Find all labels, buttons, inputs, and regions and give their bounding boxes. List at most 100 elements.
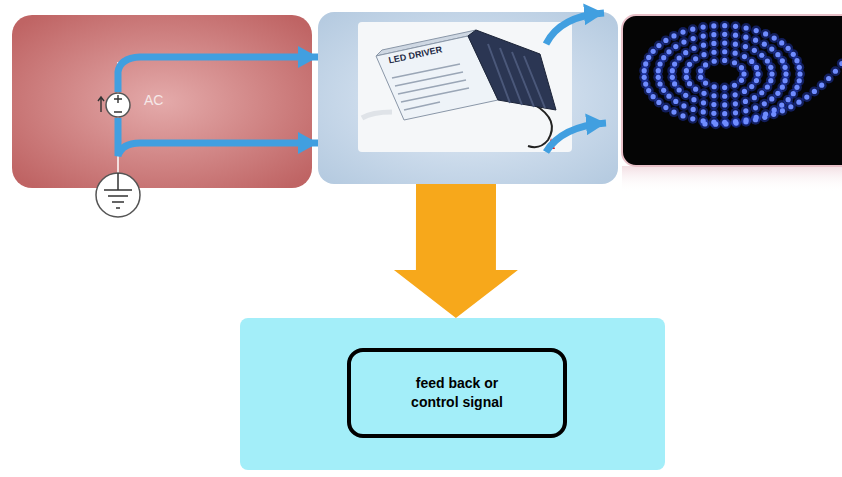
led-dot (744, 25, 749, 30)
led-dot (733, 92, 738, 97)
led-glow (788, 49, 798, 59)
led-dot (722, 111, 727, 116)
led-glow (691, 84, 701, 94)
led-glow (767, 44, 777, 54)
led-glow (688, 34, 698, 44)
led-dot (733, 51, 738, 56)
led-dot (754, 28, 759, 33)
led-dot (691, 107, 696, 112)
led-glow (777, 38, 787, 48)
led-glow (679, 101, 689, 111)
led-dot (759, 53, 764, 58)
led-glow (751, 35, 761, 45)
led-glow (667, 66, 677, 76)
led-dot (762, 115, 767, 120)
led-glow (720, 21, 730, 31)
led-dot (780, 85, 785, 90)
led-dot (734, 120, 739, 125)
led-glow (709, 108, 719, 118)
led-dot (691, 36, 696, 41)
led-glow (709, 82, 719, 92)
led-dot (711, 32, 716, 37)
led-dot (661, 88, 666, 93)
led-glow (751, 112, 761, 122)
led-glow (747, 82, 757, 92)
led-dot (646, 88, 651, 93)
led-glow (641, 59, 651, 69)
led-glow (777, 56, 787, 66)
led-glow (698, 107, 708, 117)
led-dot (722, 58, 727, 63)
led-glow (681, 72, 691, 82)
led-dot (711, 93, 716, 98)
led-glow (736, 75, 746, 85)
led-glow (696, 66, 706, 76)
led-glow (655, 79, 665, 89)
led-glow (701, 78, 711, 88)
led-dot (643, 81, 648, 86)
led-glow (720, 100, 730, 110)
led-glow (837, 58, 842, 68)
led-dot (739, 78, 744, 83)
led-glow (688, 24, 698, 34)
ground-circle (96, 173, 140, 217)
led-dot (656, 43, 661, 48)
led-dot (651, 49, 656, 54)
led-glow (749, 45, 759, 55)
led-glow (769, 105, 779, 115)
led-dot (772, 107, 777, 112)
led-glow (670, 79, 680, 89)
led-dot (753, 105, 758, 110)
led-dot (712, 59, 717, 64)
led-dot (656, 68, 661, 73)
led-dot (657, 61, 662, 66)
led-glow (698, 98, 708, 108)
led-dot (657, 81, 662, 86)
led-glow (641, 79, 651, 89)
led-dot (701, 43, 706, 48)
led-dot (732, 60, 737, 65)
led-dot (753, 38, 758, 43)
led-glow (653, 66, 663, 76)
led-dot (733, 110, 738, 115)
led-dot (701, 118, 706, 123)
led-dot (739, 65, 744, 70)
led-dot (670, 68, 675, 73)
led-glow (773, 50, 783, 60)
driver-label: LED DRIVER (388, 44, 443, 65)
led-glow (681, 48, 691, 58)
led-glow (644, 52, 654, 62)
led-dot (690, 27, 695, 32)
led-glow (698, 40, 708, 50)
led-dot (754, 115, 759, 120)
led-glow (730, 90, 740, 100)
led-glow (671, 96, 681, 106)
led-dot (791, 91, 796, 96)
led-dot (771, 112, 776, 117)
led-dot (711, 23, 716, 28)
led-dot (722, 94, 727, 99)
led-dot (701, 91, 706, 96)
led-glow (670, 59, 680, 69)
led-glow (792, 82, 802, 92)
led-glow (678, 27, 688, 37)
led-glow (701, 60, 711, 70)
led-dot (743, 44, 748, 49)
led-dot (743, 99, 748, 104)
led-glow (741, 23, 751, 33)
led-glow (750, 115, 760, 125)
led-dot (733, 119, 738, 124)
led-glow (783, 43, 793, 53)
led-dot (733, 33, 738, 38)
led-glow (749, 93, 759, 103)
led-glow (709, 91, 719, 101)
led-glow (730, 30, 740, 40)
led-glow (720, 117, 730, 127)
led-glow (809, 86, 819, 96)
led-glow (769, 109, 779, 119)
led-glow (741, 115, 751, 125)
led-dot (702, 121, 707, 126)
led-glow (731, 21, 741, 31)
led-dot (741, 71, 746, 76)
led-glow (639, 66, 649, 76)
